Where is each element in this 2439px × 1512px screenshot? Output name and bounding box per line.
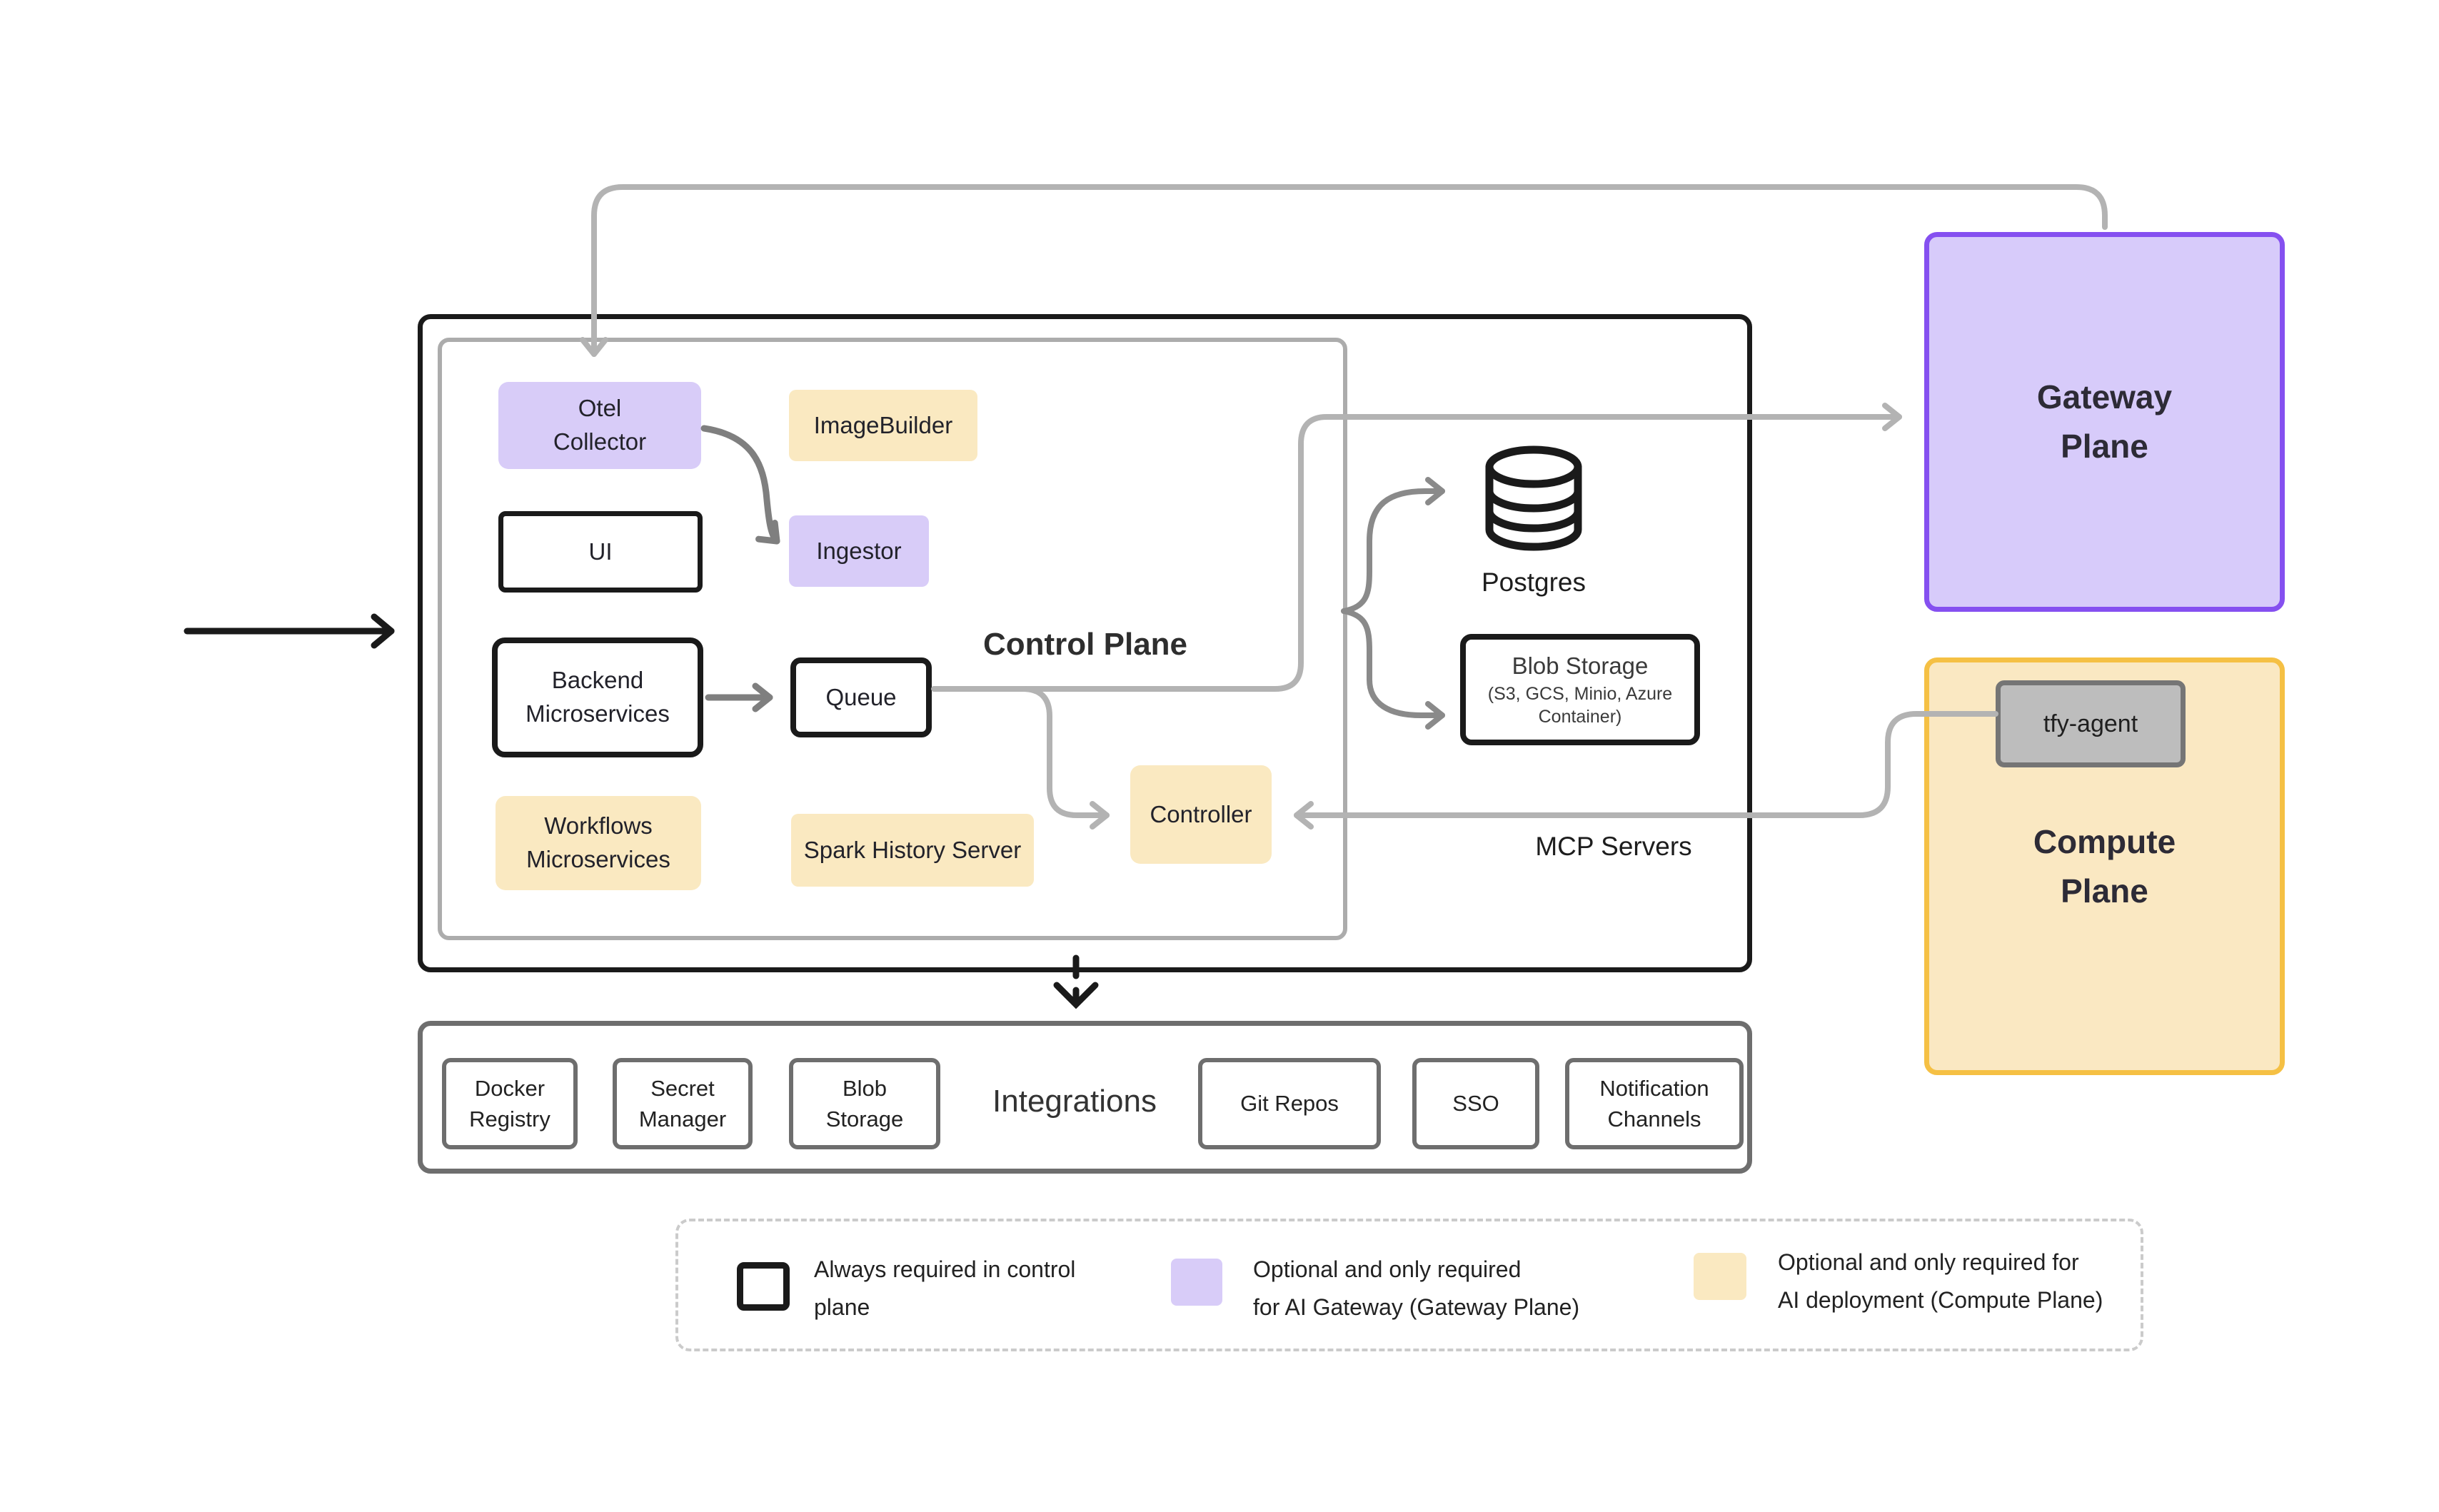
spark-history-server-label: Spark History Server <box>803 836 1022 863</box>
tfy-agent-box: tfy-agent <box>1996 680 2186 767</box>
blob-storage-subtitle: (S3, GCS, Minio, Azure Container) <box>1487 683 1673 727</box>
node-workflows-microservices: Workflows Microservices <box>496 796 701 890</box>
image-builder-label: ImageBuilder <box>813 411 953 438</box>
ui-label: UI <box>588 538 613 565</box>
workflows-microservices-label: Workflows Microservices <box>526 812 670 872</box>
otel-collector-label: Otel Collector <box>553 395 647 455</box>
tfy-agent-label: tfy-agent <box>2043 710 2138 737</box>
gateway-plane-label: Gateway Plane <box>2036 378 2173 465</box>
integration-docker-registry: Docker Registry <box>442 1058 578 1149</box>
integration-sso: SSO <box>1412 1058 1539 1149</box>
ingestor-label: Ingestor <box>816 537 902 564</box>
node-spark-history-server: Spark History Server <box>791 814 1034 887</box>
node-queue: Queue <box>790 657 932 737</box>
node-image-builder: ImageBuilder <box>789 390 977 461</box>
node-ingestor: Ingestor <box>789 515 929 587</box>
blob-storage-title: Blob Storage <box>1512 652 1649 680</box>
node-controller: Controller <box>1130 765 1272 864</box>
gateway-plane: Gateway Plane <box>1924 232 2285 612</box>
integrations-title: Integrations <box>992 1084 1157 1119</box>
integration-blob-storage: Blob Storage <box>789 1058 940 1149</box>
controller-label: Controller <box>1150 800 1252 827</box>
legend-swatch-always-required <box>737 1262 790 1311</box>
legend-swatch-gateway-optional <box>1171 1259 1222 1306</box>
compute-plane-label: Compute Plane <box>2033 822 2176 909</box>
queue-label: Queue <box>825 683 897 710</box>
backend-microservices-label: Backend Microservices <box>525 667 670 727</box>
integration-secret-manager: Secret Manager <box>613 1058 753 1149</box>
postgres-label: Postgres <box>1481 568 1586 597</box>
node-backend-microservices: Backend Microservices <box>492 637 703 757</box>
legend-text-always-required: Always required in control plane <box>814 1256 1076 1320</box>
node-blob-storage: Blob Storage (S3, GCS, Minio, Azure Cont… <box>1460 634 1700 745</box>
mcp-servers-label: MCP Servers <box>1535 832 1692 861</box>
control-plane-title: Control Plane <box>982 627 1188 662</box>
node-otel-collector: Otel Collector <box>498 382 701 469</box>
node-ui: UI <box>498 511 703 593</box>
integration-git-repos: Git Repos <box>1198 1058 1381 1149</box>
legend <box>675 1219 2143 1351</box>
legend-text-gateway-optional: Optional and only required for AI Gatewa… <box>1253 1256 1580 1320</box>
integration-notification-channels: Notification Channels <box>1565 1058 1744 1149</box>
legend-text-compute-optional: Optional and only required for AI deploy… <box>1778 1249 2103 1313</box>
legend-swatch-compute-optional <box>1694 1253 1746 1300</box>
